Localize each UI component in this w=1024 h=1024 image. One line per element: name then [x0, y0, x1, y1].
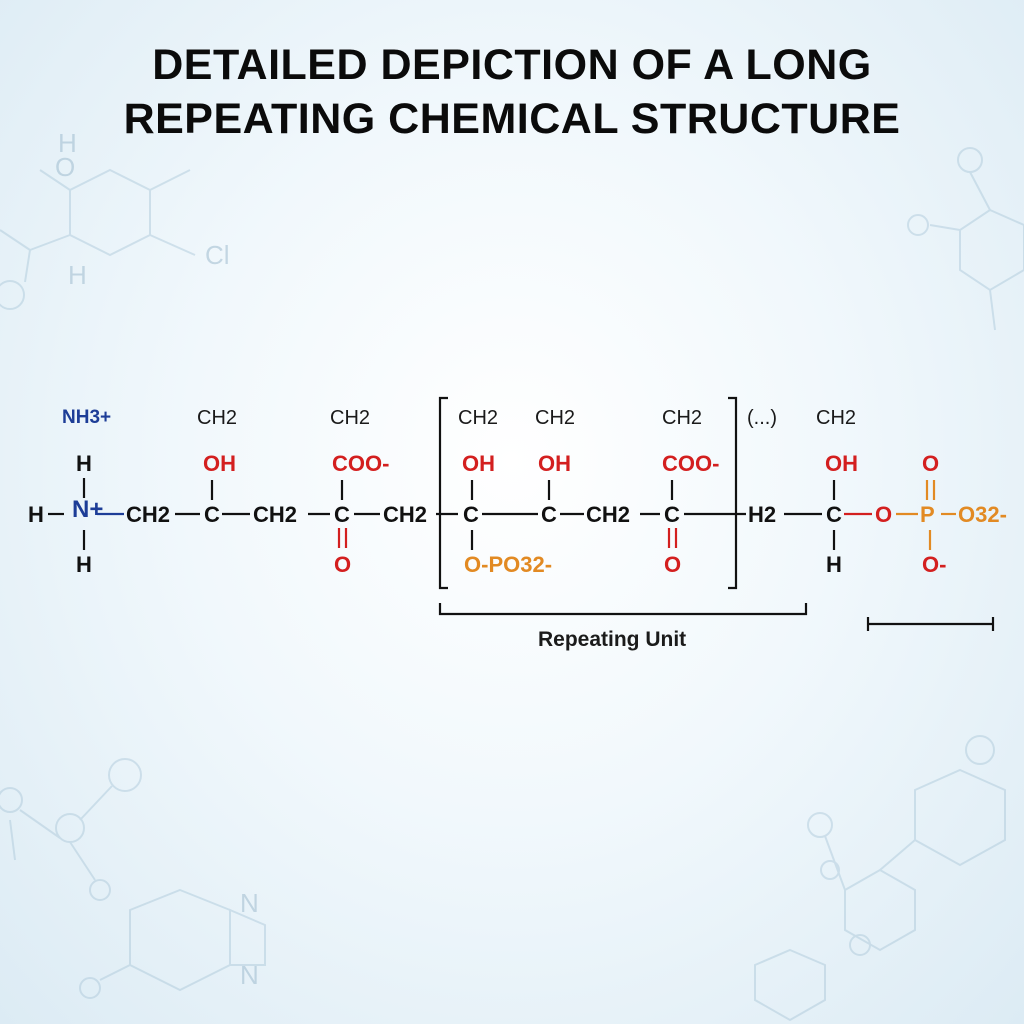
phosphate-label: O32- — [958, 502, 1007, 527]
carbon-label: C — [204, 502, 220, 527]
methylene-label: CH2 — [330, 407, 371, 429]
nitrogen-label: N+ — [72, 496, 104, 523]
background-label-n: N — [240, 960, 259, 990]
methylene-label: CH2 — [662, 407, 703, 429]
methylene-label: CH2 — [586, 502, 631, 527]
background-label-o: O — [55, 152, 76, 182]
phosphate-oxygen-label: O- — [922, 552, 947, 577]
hydrogen-label: H — [826, 552, 842, 577]
title-line-1: DETAILED DEPICTION OF A LONG — [152, 41, 872, 89]
background-molecule-top-left — [0, 168, 196, 310]
ammonium-label: NH3+ — [62, 407, 112, 428]
title-line-2: REPEATING CHEMICAL STRUCTURE — [123, 95, 901, 143]
methylene-label: CH2 — [535, 407, 576, 429]
carbon-label: C — [826, 502, 842, 527]
hydroxyl-label: OH — [825, 451, 858, 476]
carbon-label: C — [334, 502, 350, 527]
page-title: DETAILED DEPICTION OF A LONG REPEATING C… — [0, 38, 1024, 146]
phosphorus-label: P — [920, 502, 935, 527]
ester-oxygen-label: O — [875, 502, 893, 527]
carbon-label: C — [463, 502, 479, 527]
hydrogen-label: H — [76, 451, 92, 476]
background-label-n: N — [240, 888, 259, 918]
background-label-cl: Cl — [205, 240, 230, 270]
repeating-unit-label: Repeating Unit — [538, 628, 687, 651]
methylene-label: CH2 — [126, 502, 171, 527]
carbonyl-oxygen-label: O — [664, 552, 682, 577]
methylene-label: CH2 — [197, 407, 238, 429]
methylene-label: CH2 — [383, 502, 428, 527]
methylene-label: CH2 — [458, 407, 499, 429]
hydrogen-label: H — [28, 502, 44, 527]
background-molecule-top-right — [907, 147, 1024, 331]
background-label-h: H — [58, 128, 77, 158]
carboxylate-label: COO- — [332, 451, 390, 476]
phosphate-ester-label: O-PO32- — [464, 552, 553, 577]
background-molecule-bottom-left — [0, 758, 266, 999]
methylene-label: CH2 — [816, 407, 857, 429]
hydroxyl-label: OH — [462, 451, 495, 476]
carbon-label: C — [664, 502, 680, 527]
ellipsis-label: (...) — [747, 407, 777, 429]
carbonyl-oxygen-label: O — [334, 552, 352, 577]
carbon-label: C — [541, 502, 557, 527]
carboxylate-label: COO- — [662, 451, 720, 476]
hydroxyl-label: OH — [203, 451, 236, 476]
phosphate-oxygen-label: O — [922, 451, 940, 476]
hydroxyl-label: OH — [538, 451, 571, 476]
background-label-h: H — [68, 260, 87, 290]
hydrogen-label: H — [76, 552, 92, 577]
methylene-label: CH2 — [253, 502, 298, 527]
background-molecule-bottom-right — [754, 735, 1006, 1022]
methylene-label: H2 — [748, 502, 777, 527]
